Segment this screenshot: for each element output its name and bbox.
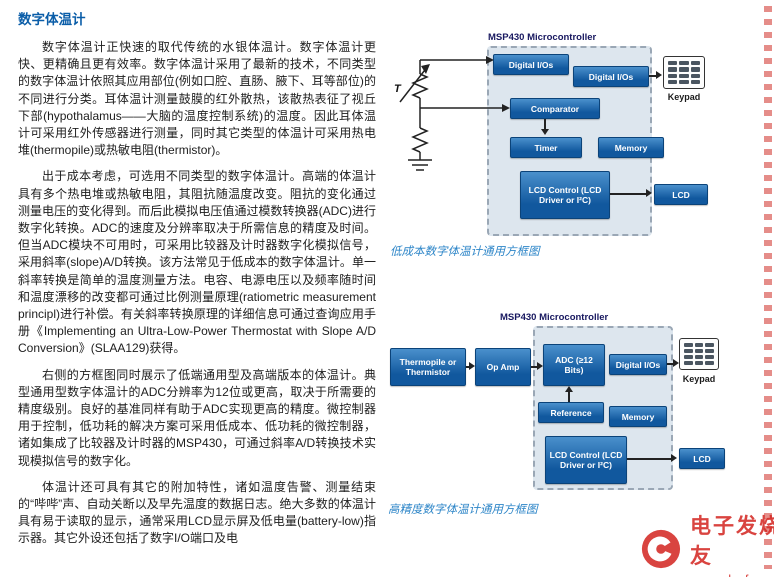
keypad-label: Keypad bbox=[682, 374, 716, 384]
elecfans-logo-icon bbox=[641, 529, 681, 568]
connector bbox=[531, 366, 538, 368]
arrowhead bbox=[469, 362, 475, 370]
paragraph-1: 数字体温计正快速的取代传统的水银体温计。数字体温计更快、更精确且更有效率。数字体… bbox=[18, 40, 376, 158]
connector bbox=[610, 193, 647, 195]
digital-ios-right-block: Digital I/Os bbox=[573, 66, 649, 87]
thermistor-circuit-icon: T bbox=[394, 56, 510, 171]
site-url: www.elecfans.com bbox=[690, 572, 774, 577]
high-accuracy-block-diagram: MSP430 Microcontroller Thermopile or The… bbox=[385, 312, 740, 502]
connector bbox=[649, 75, 657, 77]
arrowhead bbox=[565, 386, 573, 392]
thermopile-block: Thermopile or Thermistor bbox=[390, 348, 466, 386]
connector bbox=[466, 366, 470, 368]
site-name: 电子发烧友 bbox=[689, 515, 774, 568]
keypad-label: Keypad bbox=[667, 92, 701, 102]
arrowhead bbox=[537, 362, 543, 370]
mcu-title: MSP430 Microcontroller bbox=[500, 312, 609, 323]
timer-block: Timer bbox=[510, 137, 582, 158]
low-cost-block-diagram: MSP430 Microcontroller T Digital I/Os D bbox=[388, 28, 728, 243]
memory-block: Memory bbox=[609, 406, 667, 427]
page-title: 数字体温计 bbox=[18, 12, 86, 27]
arrowhead bbox=[673, 359, 679, 367]
paragraph-2: 出于成本考虑，可选用不同类型的数字体温计。高端的体温计具有多个热电堆或热敏电阻，… bbox=[18, 169, 376, 356]
arrowhead bbox=[541, 129, 549, 135]
lcd-block: LCD bbox=[679, 448, 725, 469]
reference-block: Reference bbox=[538, 402, 604, 423]
diagram1-caption: 低成本数字体温计通用方框图 bbox=[390, 246, 540, 258]
keypad-icon bbox=[663, 56, 705, 89]
op-amp-block: Op Amp bbox=[475, 348, 531, 386]
connector bbox=[544, 119, 546, 130]
watermark-text: 电子发烧友 www.elecfans.com bbox=[690, 510, 774, 577]
connector bbox=[667, 363, 674, 365]
sensor-label: T bbox=[394, 83, 402, 95]
lcd-block: LCD bbox=[654, 184, 708, 205]
digital-ios-block: Digital I/Os bbox=[609, 354, 667, 375]
comparator-block: Comparator bbox=[510, 98, 600, 119]
arrowhead bbox=[656, 71, 662, 79]
keypad-icon bbox=[679, 338, 719, 370]
lcd-control-block: LCD Control (LCD Driver or I²C) bbox=[520, 171, 610, 219]
side-watermark-strip bbox=[764, 6, 772, 569]
site-watermark: 电子发烧友 www.elecfans.com bbox=[640, 510, 774, 577]
diagram2-caption: 高精度数字体温计通用方框图 bbox=[388, 504, 538, 516]
digital-ios-left-block: Digital I/Os bbox=[493, 54, 569, 75]
connector bbox=[568, 391, 570, 402]
arrowhead bbox=[646, 189, 652, 197]
mcu-title: MSP430 Microcontroller bbox=[488, 32, 597, 43]
lcd-control-block: LCD Control (LCD Driver or I²C) bbox=[545, 436, 627, 484]
adc-block: ADC (≥12 Bits) bbox=[543, 344, 605, 386]
paragraph-4: 体温计还可具有其它的附加特性，诸如温度告警、测量结束的“哔哔”声、自动关断以及早… bbox=[18, 479, 376, 546]
memory-block: Memory bbox=[598, 137, 664, 158]
paragraph-3: 右侧的方框图同时展示了低端通用型及高端版本的体温计。典型通用型数字体温计的ADC… bbox=[18, 367, 376, 468]
article-column: 数字体温计 数字体温计正快速的取代传统的水银体温计。数字体温计更快、更精确且更有… bbox=[18, 8, 376, 573]
connector bbox=[627, 458, 672, 460]
arrowhead bbox=[671, 454, 677, 462]
